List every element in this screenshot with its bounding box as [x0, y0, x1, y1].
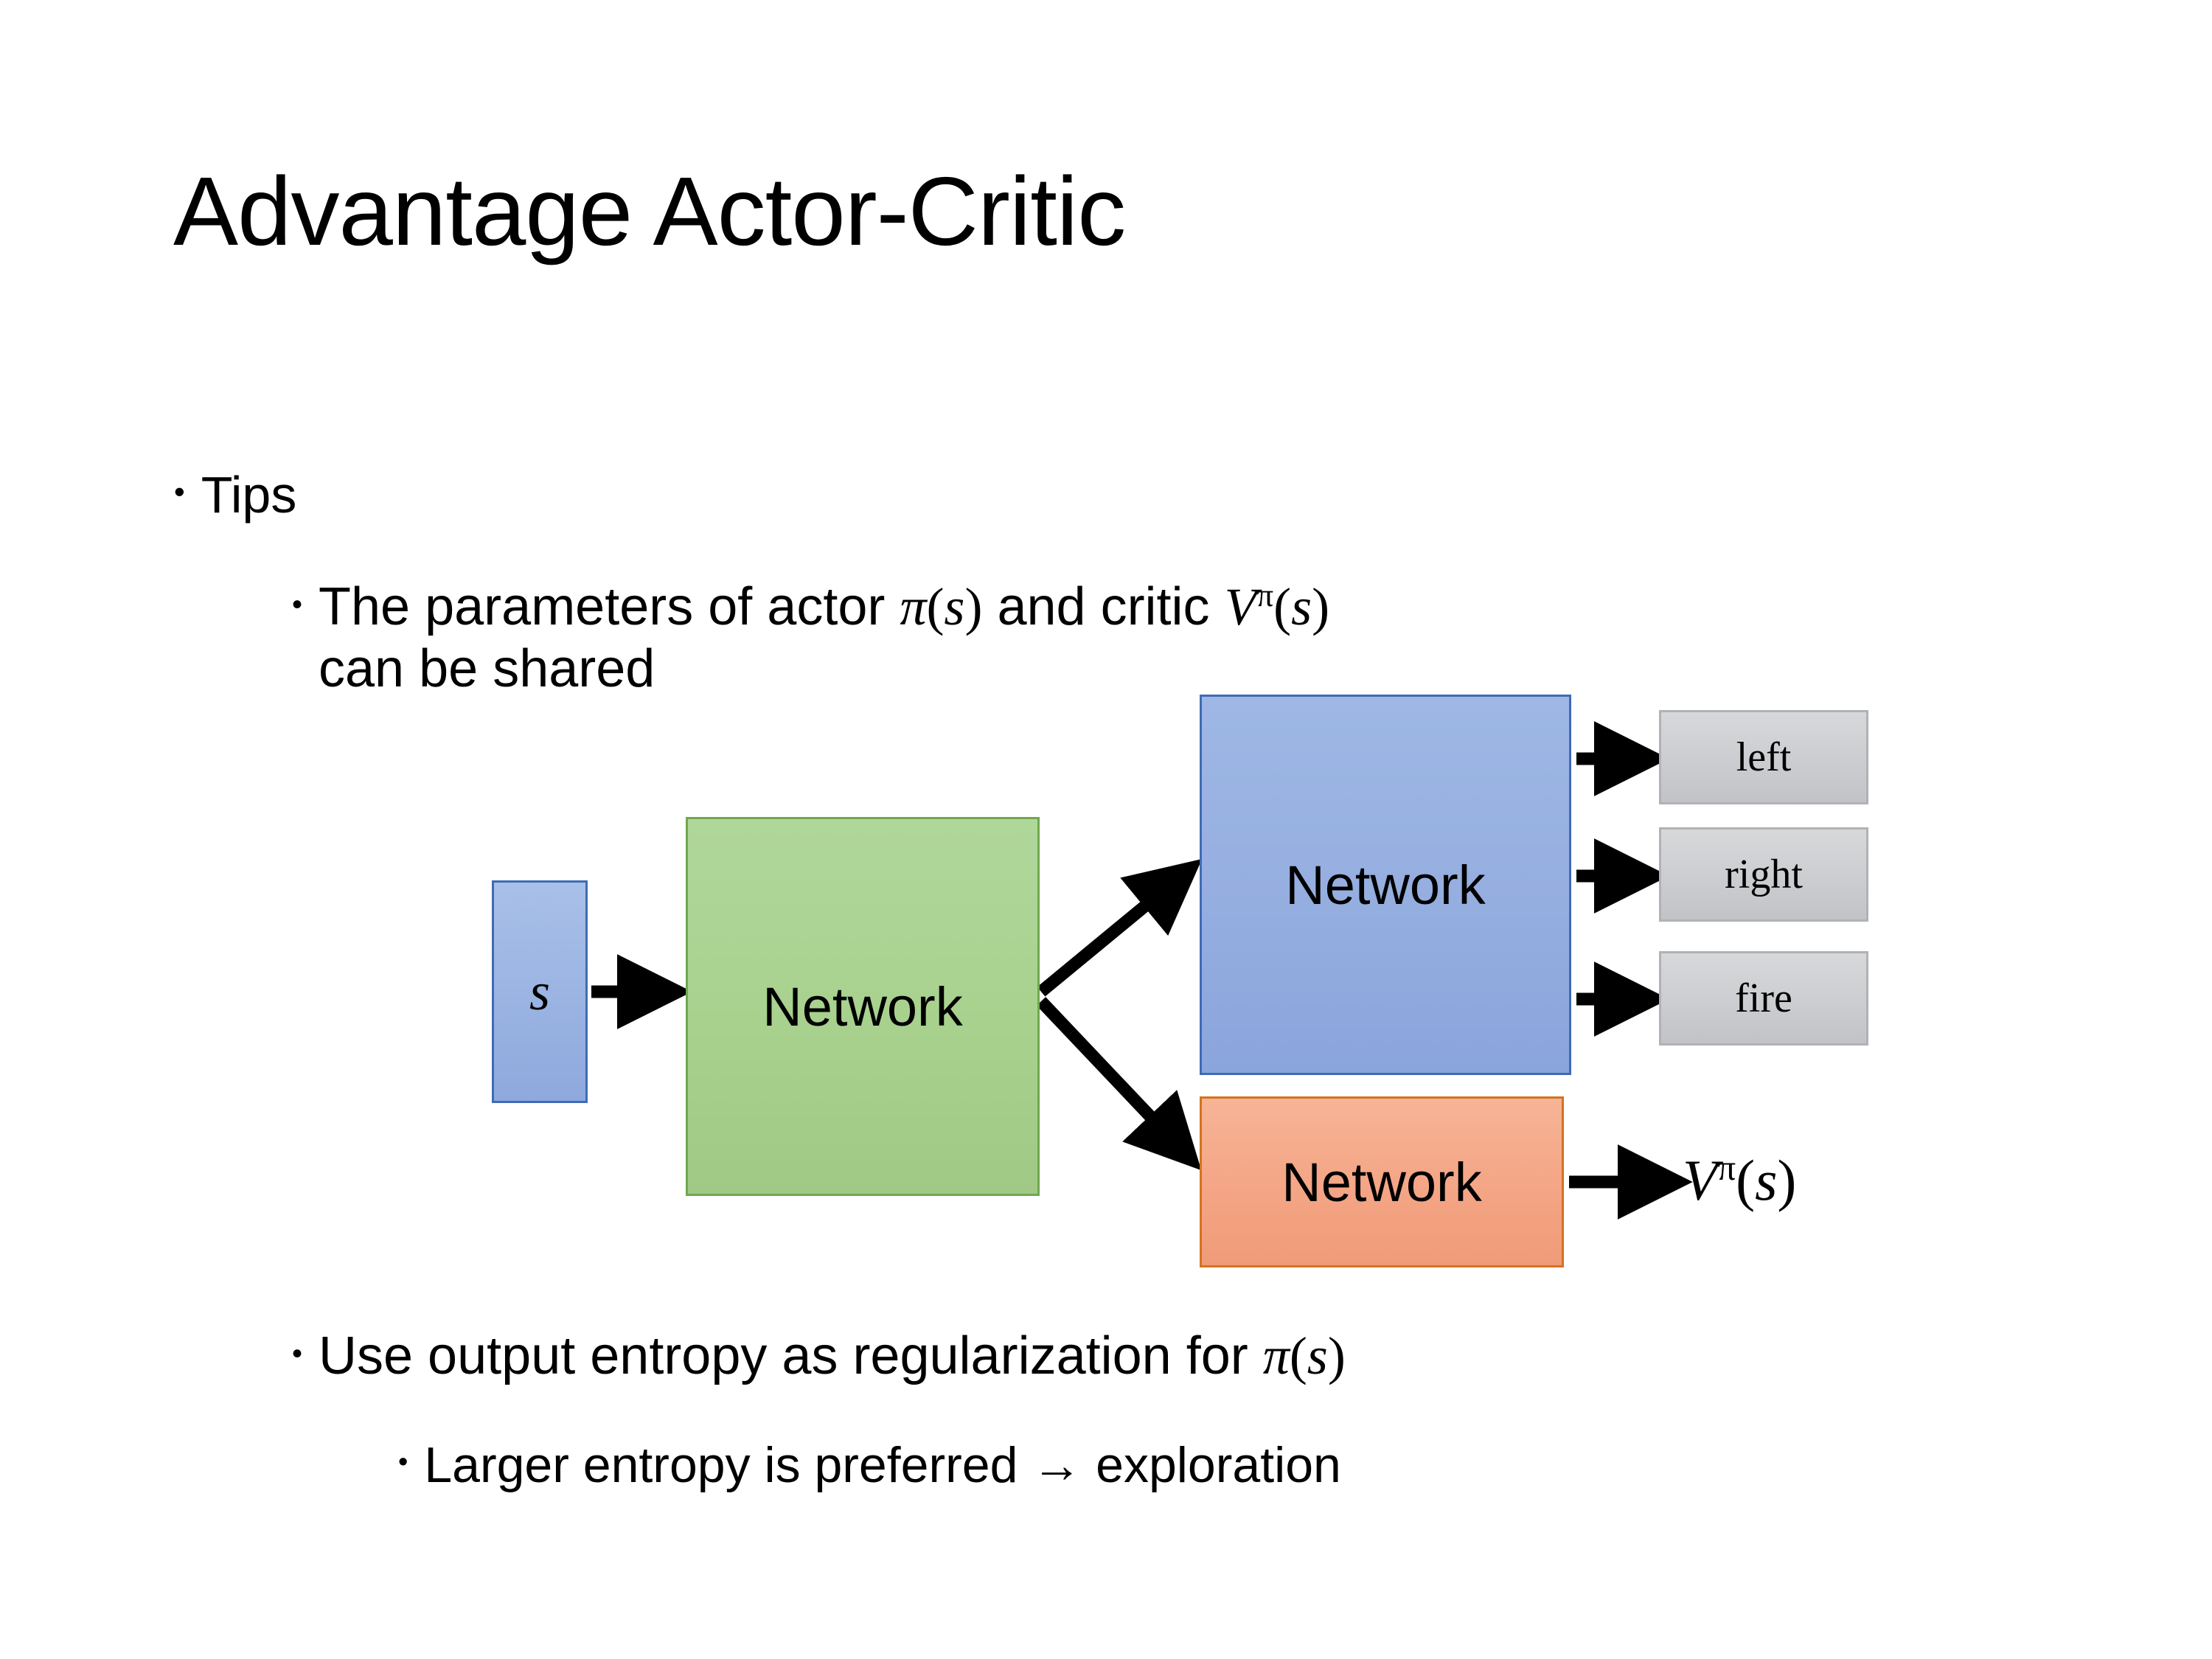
- bullet-tips-label: Tips: [201, 466, 297, 524]
- math-v-pi-of-s: Vπ(s): [1224, 577, 1330, 636]
- critic-network-box[interactable]: Network: [1200, 1096, 1564, 1267]
- action-box-fire[interactable]: fire: [1659, 951, 1868, 1046]
- shared-network-box[interactable]: Network: [686, 817, 1040, 1196]
- action-label-fire: fire: [1735, 975, 1792, 1021]
- page-title: Advantage Actor-Critic: [173, 157, 1126, 265]
- value-function-output-label: Vπ(s): [1683, 1147, 1796, 1214]
- math-pi-of-s: π(s): [900, 577, 983, 636]
- arrow-shared-to-actor: [1037, 858, 1203, 997]
- math-pi-of-s-entropy: π(s): [1262, 1326, 1346, 1385]
- bullet-entropy-text: Use output entropy as regularization for…: [319, 1326, 1346, 1388]
- action-label-left: left: [1736, 734, 1792, 780]
- shared-text-line2: can be shared: [319, 639, 655, 698]
- bullet-larger-label: Larger entropy is preferred → exploratio…: [424, 1437, 1341, 1493]
- shared-network-label: Network: [762, 975, 963, 1037]
- bullet-dot-icon: •: [292, 588, 303, 621]
- action-label-right: right: [1725, 852, 1803, 897]
- state-label: s: [529, 961, 551, 1021]
- shared-text-part-a: The parameters of actor: [319, 577, 900, 636]
- shared-text-part-b: and critic: [982, 577, 1225, 636]
- entropy-text-part-a: Use output entropy as regularization for: [319, 1326, 1263, 1385]
- bullet-larger-entropy: • Larger entropy is preferred → explorat…: [398, 1436, 1341, 1495]
- actor-network-label: Network: [1285, 854, 1486, 916]
- bullet-shared-parameters: • The parameters of actor π(s) and criti…: [292, 577, 2106, 700]
- bullet-dot-icon: •: [398, 1447, 408, 1478]
- action-box-left[interactable]: left: [1659, 710, 1868, 804]
- arrow-shared-to-critic: [1036, 997, 1202, 1171]
- math-v-pi-of-s-output: Vπ(s): [1683, 1148, 1797, 1212]
- bullet-dot-icon: •: [174, 474, 185, 509]
- bullet-dot-icon: •: [292, 1338, 303, 1370]
- state-input-box[interactable]: s: [492, 880, 588, 1103]
- bullet-entropy-regularization: • Use output entropy as regularization f…: [292, 1326, 1346, 1388]
- action-box-right[interactable]: right: [1659, 827, 1868, 922]
- bullet-tips: • Tips: [174, 466, 296, 525]
- bullet-shared-text: The parameters of actor π(s) and critic …: [319, 577, 1329, 700]
- critic-network-label: Network: [1281, 1151, 1482, 1213]
- actor-network-box[interactable]: Network: [1200, 695, 1571, 1075]
